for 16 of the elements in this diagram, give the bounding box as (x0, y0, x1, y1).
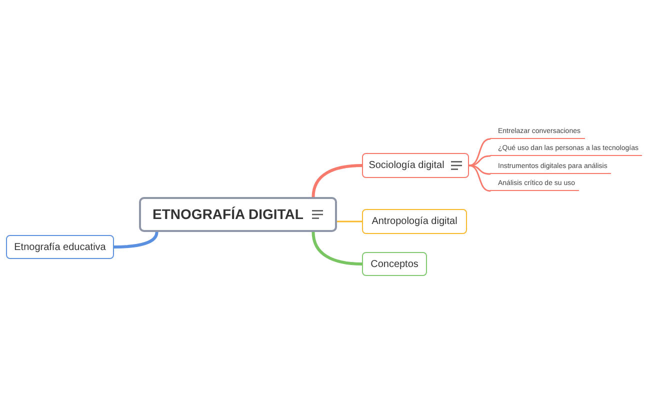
branch-line (468, 164, 491, 192)
topic-box (362, 209, 467, 234)
topic-label: Conceptos (370, 258, 418, 272)
topic-box (6, 235, 114, 259)
topic-label: Etnografía educativa (14, 240, 106, 254)
topic-label: Antropología digital (372, 215, 458, 229)
branch-line (312, 230, 364, 266)
branch-line (336, 220, 363, 222)
branch-line (468, 155, 491, 166)
topic-title: ETNOGRAFÍA DIGITAL (152, 205, 304, 224)
topic-box (362, 252, 427, 276)
topic-box (362, 153, 469, 178)
topic-label: Sociología digital (368, 159, 444, 173)
branch-line (312, 164, 364, 198)
central-topic-box (139, 197, 337, 232)
branch-line (112, 230, 158, 248)
